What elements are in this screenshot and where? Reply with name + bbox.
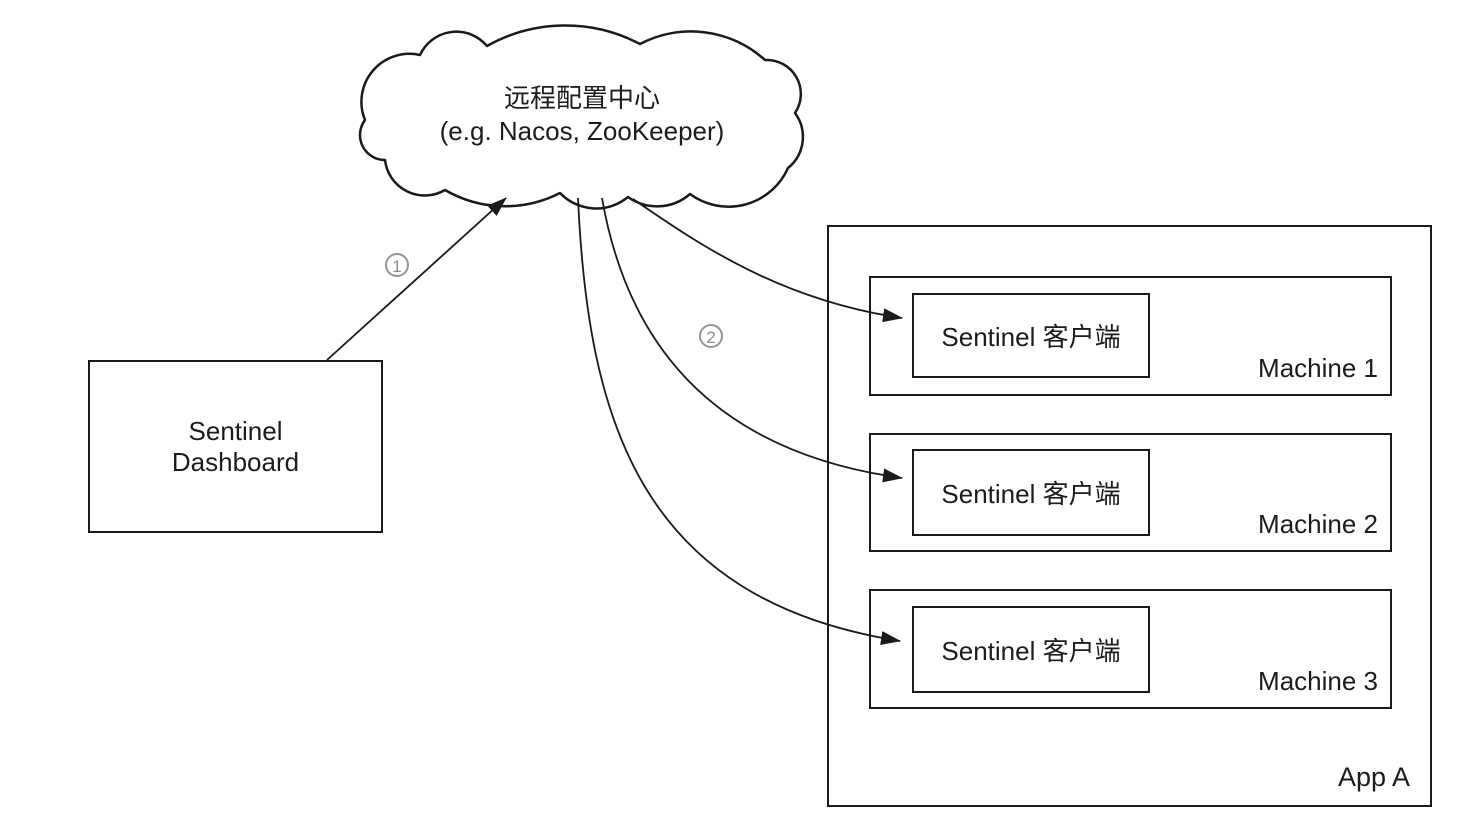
machine-2-sentinel-client-label: Sentinel 客户端 [941, 479, 1121, 509]
arrow-config-center-to-machine-1 [632, 198, 903, 323]
machine-1-box: Machine 1 [869, 276, 1392, 396]
machine-3-label: Machine 3 [1258, 666, 1378, 696]
machine-3-sentinel-client-box: Sentinel 客户端 [912, 606, 1150, 693]
step-2-number: 2 [706, 328, 716, 347]
config-center-title: 远程配置中心 [503, 83, 660, 113]
machine-2-label: Machine 2 [1258, 509, 1378, 539]
arrow-dashboard-to-config-center [326, 197, 507, 361]
sentinel-dashboard-box: Sentinel Dashboard [88, 360, 383, 533]
machine-3-sentinel-client-label: Sentinel 客户端 [941, 636, 1121, 666]
config-center-label: 远程配置中心 (e.g. Nacos, ZooKeeper) [370, 82, 794, 148]
machine-2-sentinel-client-box: Sentinel 客户端 [912, 449, 1150, 536]
sentinel-dashboard-label-line2: Dashboard [171, 446, 300, 477]
config-center-cloud [358, 24, 805, 210]
machine-2-box: Machine 2 [869, 433, 1392, 552]
step-2-badge: 2 [699, 324, 723, 348]
sentinel-dashboard-label-line1: Sentinel [188, 415, 283, 446]
machine-3-box: Machine 3 [869, 589, 1392, 709]
app-a-label: App A [1337, 762, 1410, 792]
config-center-subtitle: (e.g. Nacos, ZooKeeper) [439, 116, 725, 146]
machine-1-sentinel-client-box: Sentinel 客户端 [912, 293, 1150, 378]
machine-1-sentinel-client-label: Sentinel 客户端 [941, 322, 1121, 352]
machine-1-label: Machine 1 [1258, 353, 1378, 383]
arrow-config-center-to-machine-2 [601, 197, 903, 483]
step-1-number: 1 [392, 257, 402, 276]
arrow-config-center-to-machine-3 [577, 197, 901, 645]
app-a-box: App A [827, 225, 1432, 807]
step-1-badge: 1 [385, 253, 409, 277]
